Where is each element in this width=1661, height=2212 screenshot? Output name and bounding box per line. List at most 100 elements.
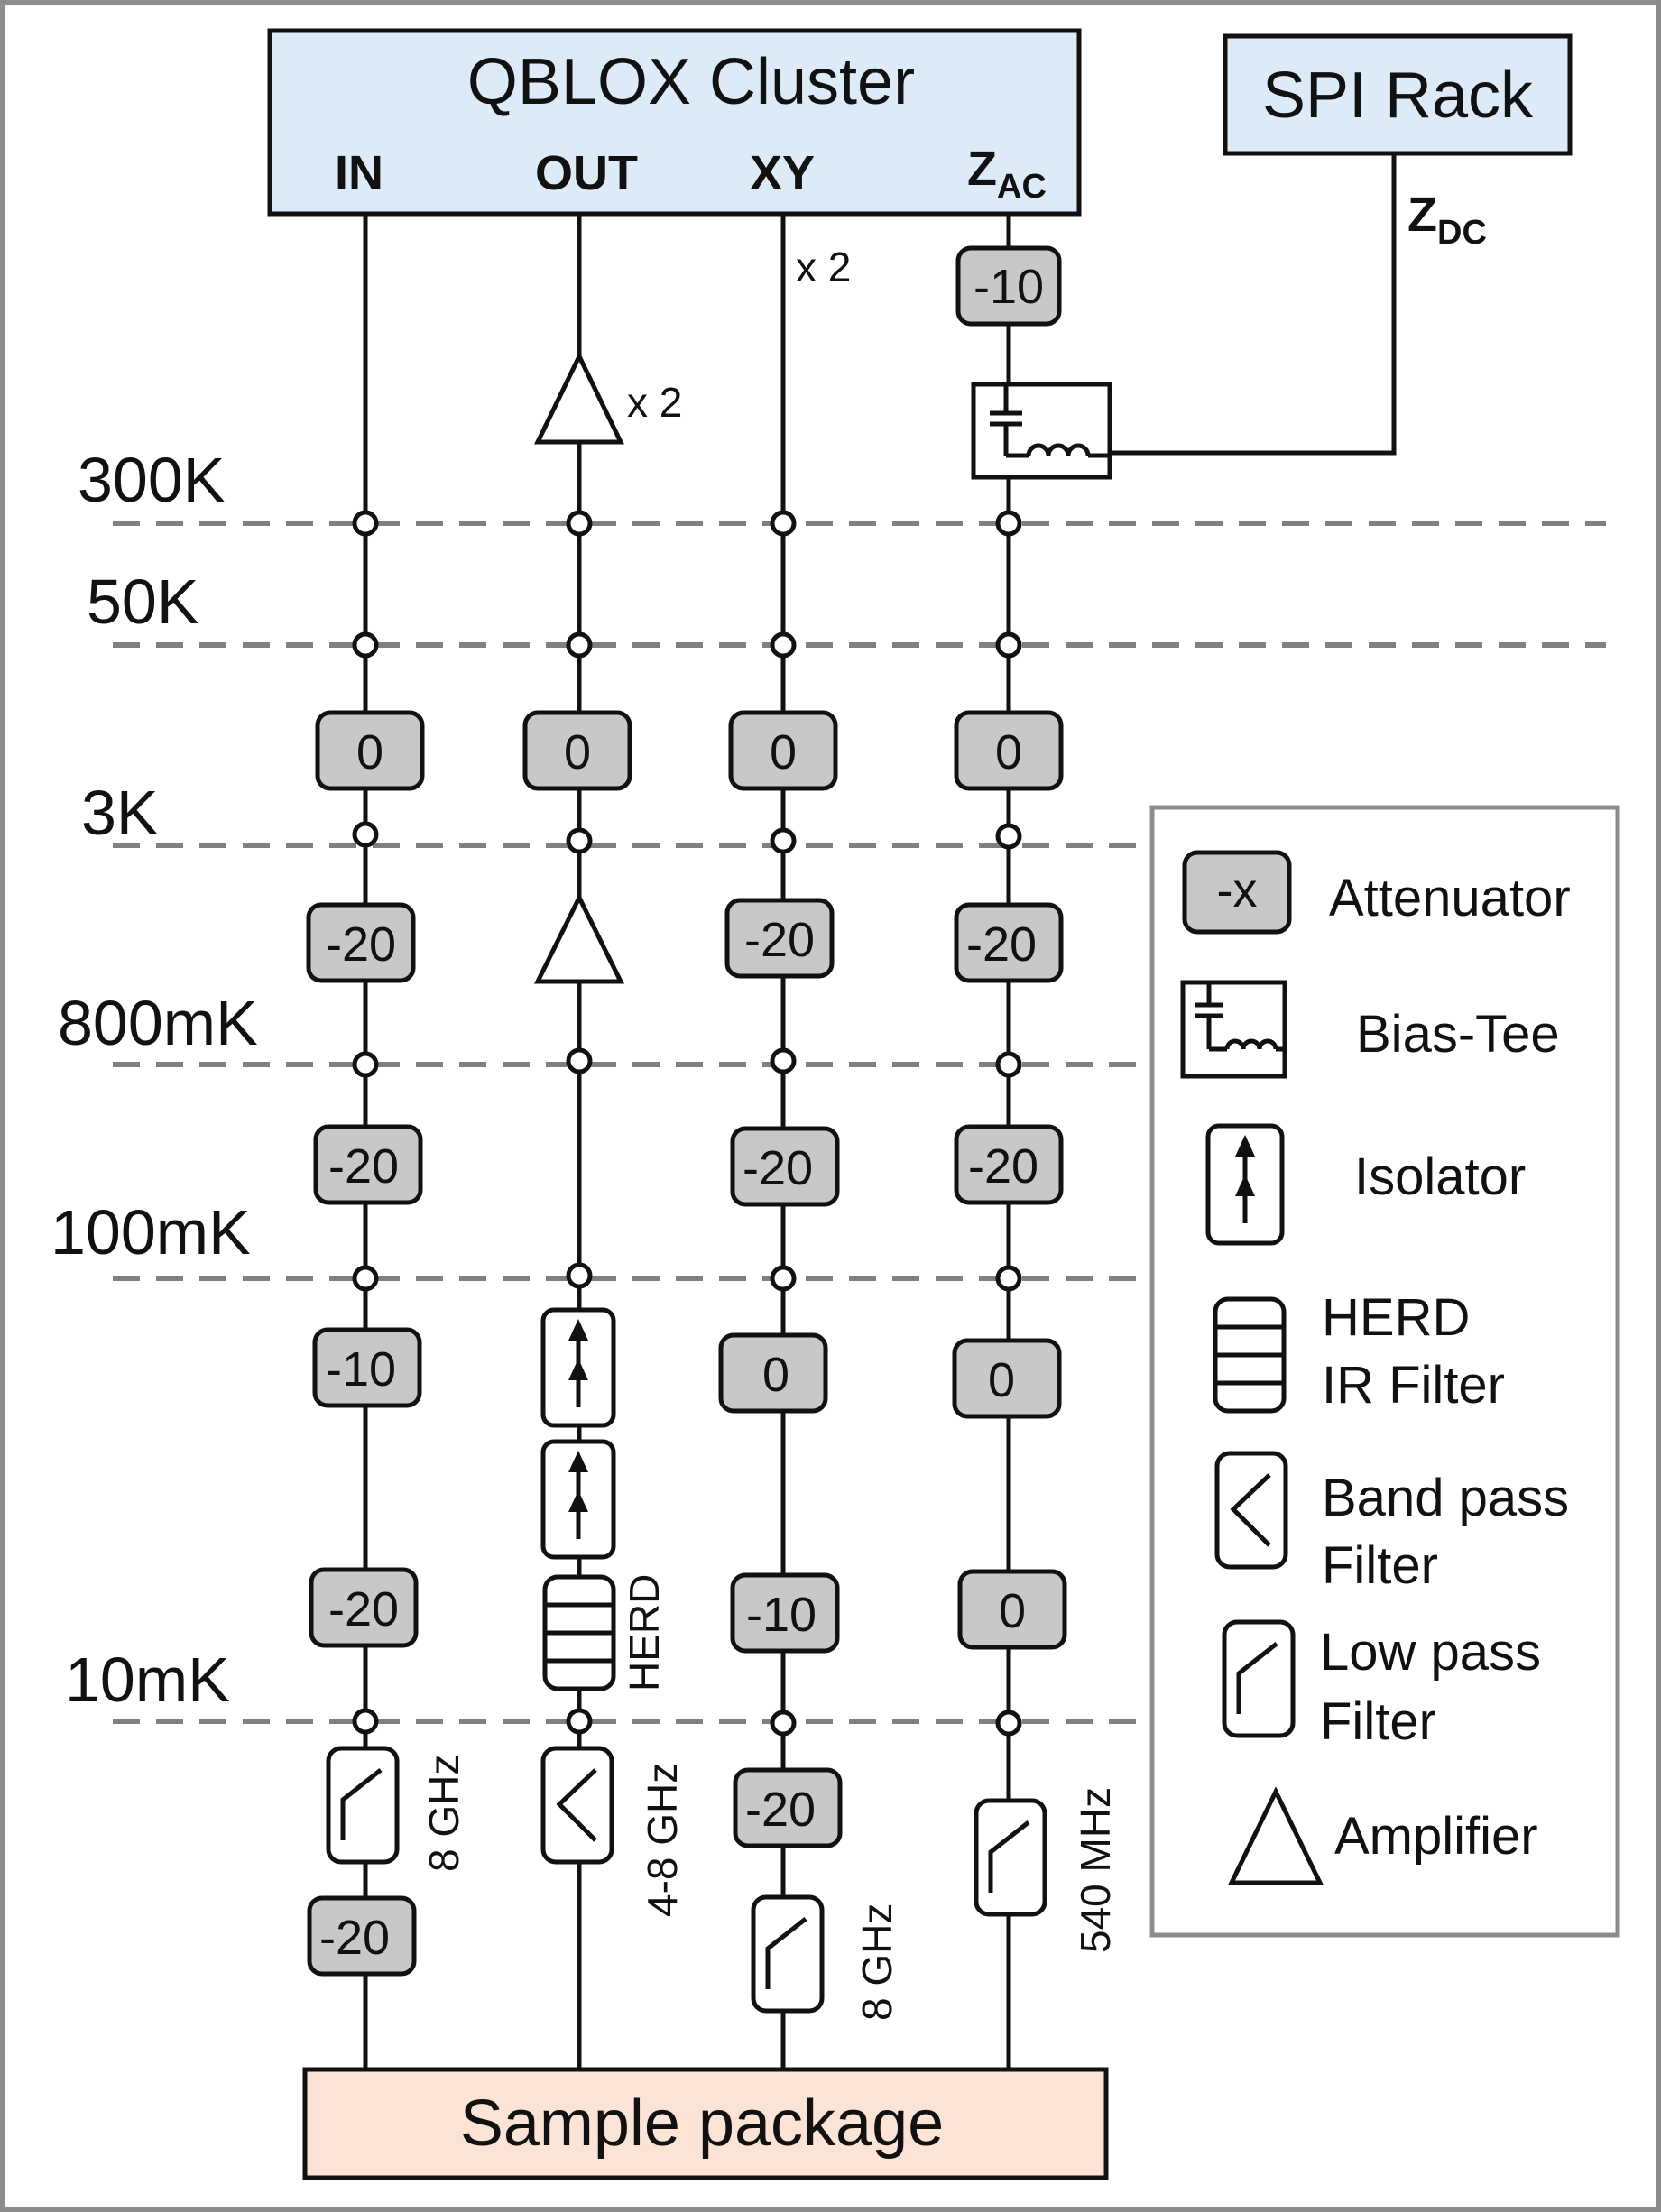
attenuator-value: -20: [328, 1139, 399, 1194]
isolator-icon: [540, 1439, 616, 1560]
temp-label-800mk: 800mK: [58, 988, 258, 1058]
attenuator: -20: [724, 898, 835, 979]
attenuator: -20: [309, 1567, 419, 1648]
attenuator-value: -10: [326, 1342, 396, 1396]
sample-package-label: Sample package: [460, 2088, 944, 2160]
zdc-label: ZDC: [1407, 188, 1487, 252]
attenuator-value: 0: [356, 725, 383, 779]
attenuator-value: -20: [968, 1139, 1038, 1194]
attenuator: 0: [954, 710, 1064, 791]
herd-filter-icon: [542, 1574, 616, 1691]
attenuator: -20: [313, 1124, 423, 1205]
attenuator: 0: [957, 1569, 1067, 1650]
legend-isolator-icon: [1205, 1123, 1285, 1246]
attenuators: -10 0 0 0 0 -20 -20 -20 -20 -20 -20 -10 …: [306, 245, 1067, 1977]
legend-attenuator-symbol: -x: [1217, 863, 1258, 917]
legend-bias-tee-label: Bias-Tee: [1356, 1005, 1560, 1064]
attenuator: -20: [954, 1124, 1064, 1205]
amplifier-icon-3k: [533, 892, 625, 984]
low-pass-filter-icon: [974, 1798, 1047, 1917]
qblox-cluster-title: QBLOX Cluster: [467, 46, 915, 118]
low-pass-filter-icon: [751, 1894, 825, 2014]
legend-band-pass-label-2: Filter: [1322, 1536, 1438, 1595]
attenuator: 0: [718, 1332, 828, 1414]
out-filter-label: 4-8 GHz: [639, 1763, 686, 1917]
port-zac-main: Z: [967, 142, 997, 196]
bias-tee-icon: [971, 382, 1112, 480]
herd-label: HERD: [621, 1574, 668, 1691]
in-filter-label: 8 GHz: [420, 1755, 467, 1872]
attenuator-value: -20: [328, 1582, 399, 1636]
port-out-label: OUT: [535, 146, 638, 200]
attenuator: -20: [954, 902, 1064, 983]
attenuator: 0: [952, 1338, 1062, 1419]
attenuator-value: 0: [995, 725, 1022, 779]
legend-attenuator-icon: -x: [1182, 850, 1292, 935]
port-xy-label: XY: [750, 146, 815, 200]
attenuator-value: -20: [744, 913, 815, 967]
line-zdc: [1110, 153, 1397, 456]
attenuator: -10: [955, 245, 1062, 327]
amplifier-icon-room: [534, 351, 624, 445]
attenuator: -10: [312, 1327, 422, 1408]
port-in-label: IN: [335, 146, 383, 200]
spi-rack-box: [1223, 33, 1573, 156]
attenuator-value: -10: [746, 1588, 817, 1642]
sample-package-box: [302, 2067, 1109, 2180]
temp-label-50k: 50K: [87, 567, 199, 637]
attenuator-value: -20: [745, 1783, 816, 1837]
xy-multiplier-label: x 2: [796, 244, 851, 290]
legend-bias-tee-icon: [1180, 980, 1287, 1079]
legend-low-pass-label-1: Low pass: [1320, 1623, 1541, 1682]
attenuator: -20: [307, 1895, 417, 1977]
temp-label-300k: 300K: [78, 445, 225, 515]
attenuator: -10: [730, 1572, 840, 1654]
legend-attenuator-label: Attenuator: [1329, 869, 1571, 927]
temp-label-10mk: 10mK: [65, 1645, 230, 1715]
legend-band-pass-icon: [1214, 1451, 1288, 1570]
legend-herd-label-1: HERD: [1322, 1288, 1470, 1347]
attenuator-value: -10: [974, 260, 1044, 314]
xy-filter-label: 8 GHz: [854, 1903, 900, 2021]
legend-herd-label-2: IR Filter: [1322, 1356, 1505, 1415]
attenuator-value: -20: [319, 1911, 390, 1965]
attenuator-value: -20: [966, 917, 1037, 972]
attenuator: 0: [522, 710, 632, 791]
temperature-stage-lines: [113, 521, 1606, 1724]
zdc-main: Z: [1407, 188, 1437, 242]
zac-filter-label: 540 MHz: [1072, 1787, 1119, 1953]
port-zac-sub: AC: [997, 168, 1047, 206]
qblox-cluster-box: [267, 28, 1082, 217]
connector-nodes: [352, 510, 1022, 1737]
temp-label-100mk: 100mK: [51, 1197, 251, 1267]
legend-amplifier-icon: [1228, 1786, 1324, 1885]
legend-low-pass-label-2: Filter: [1320, 1692, 1436, 1751]
amp-multiplier-label: x 2: [627, 379, 682, 426]
attenuator: -20: [730, 1126, 840, 1207]
attenuator-value: 0: [988, 1353, 1015, 1407]
spi-rack-title: SPI Rack: [1262, 60, 1534, 132]
low-pass-filter-icon: [326, 1746, 400, 1865]
attenuator-value: 0: [999, 1584, 1026, 1638]
legend-herd-icon: [1213, 1296, 1287, 1414]
port-zac-label: ZAC: [967, 142, 1047, 206]
attenuator: -20: [306, 902, 416, 983]
legend-low-pass-icon: [1222, 1619, 1296, 1738]
zdc-sub: DC: [1437, 214, 1487, 252]
isolator-icon: [540, 1307, 616, 1428]
temp-label-3k: 3K: [81, 778, 159, 848]
legend-isolator-label: Isolator: [1354, 1147, 1526, 1206]
attenuator-value: 0: [770, 725, 797, 779]
attenuator-value: -20: [326, 917, 396, 972]
band-pass-filter-icon: [540, 1746, 614, 1865]
legend-band-pass-label-1: Band pass: [1322, 1469, 1569, 1527]
attenuator: 0: [315, 710, 425, 791]
attenuator: -20: [733, 1767, 843, 1848]
attenuator-value: -20: [743, 1141, 813, 1195]
attenuator-value: 0: [762, 1348, 789, 1402]
attenuator-value: 0: [564, 725, 591, 779]
legend: -x Attenuator Bias-Tee Isolator: [1149, 805, 1620, 1938]
legend-amplifier-label: Amplifier: [1334, 1807, 1538, 1866]
attenuator: 0: [728, 710, 838, 791]
